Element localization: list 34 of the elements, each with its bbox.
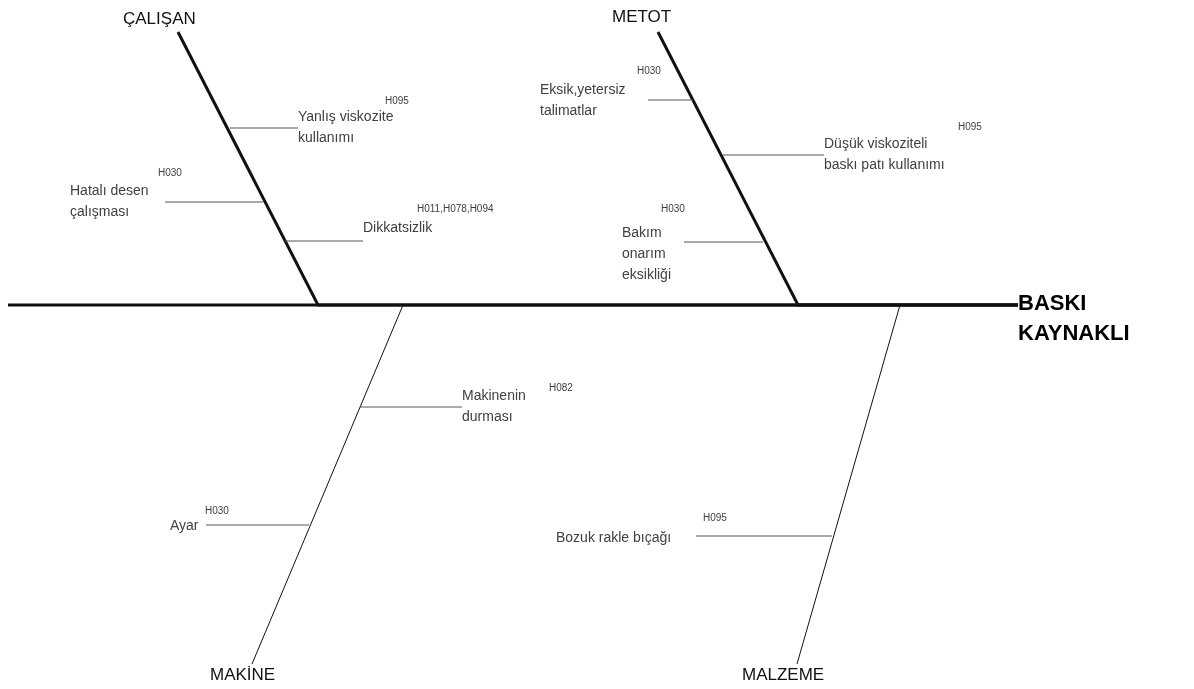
cause-line [205, 524, 310, 526]
cause-line [695, 535, 833, 537]
cause-text: Dikkatsizlik [363, 217, 448, 238]
cause-text: Makinenin durması [462, 385, 547, 427]
effect-label: BASKI KAYNAKLI [1018, 288, 1138, 348]
cause-text: Yanlış viskozite kullanımı [298, 106, 418, 148]
bone-line [796, 304, 1019, 665]
cause-text: Eksik,yetersiz talimatlar [540, 79, 648, 121]
cause-line [284, 240, 364, 242]
cause-text: Bozuk rakle bıçağı [556, 527, 696, 548]
code-label: H095 [703, 512, 727, 524]
code-label: H030 [661, 203, 685, 215]
category-label: ÇALIŞAN [123, 8, 218, 30]
category-label: MALZEME [742, 664, 842, 686]
cause-line [229, 127, 299, 129]
cause-text: Hatalı desen çalışması [70, 180, 165, 222]
cause-line [722, 154, 825, 156]
code-label: H030 [205, 505, 229, 517]
code-label: H082 [549, 382, 573, 394]
cause-line [683, 241, 764, 243]
cause-text: Bakım onarım eksikliği [622, 222, 684, 285]
code-label: H095 [385, 95, 409, 107]
category-label: METOT [612, 6, 684, 28]
cause-line [647, 99, 694, 101]
code-label: H030 [637, 65, 661, 77]
code-label: H095 [958, 121, 982, 133]
bone-line [656, 31, 1018, 307]
code-label: H030 [158, 167, 182, 179]
cause-line [359, 406, 463, 408]
cause-text: Düşük viskoziteli baskı patı kullanımı [824, 133, 964, 175]
category-label: MAKİNE [210, 664, 295, 686]
cause-line [164, 201, 264, 203]
cause-text: Ayar [170, 515, 206, 536]
code-label: H011,H078,H094 [417, 203, 494, 215]
